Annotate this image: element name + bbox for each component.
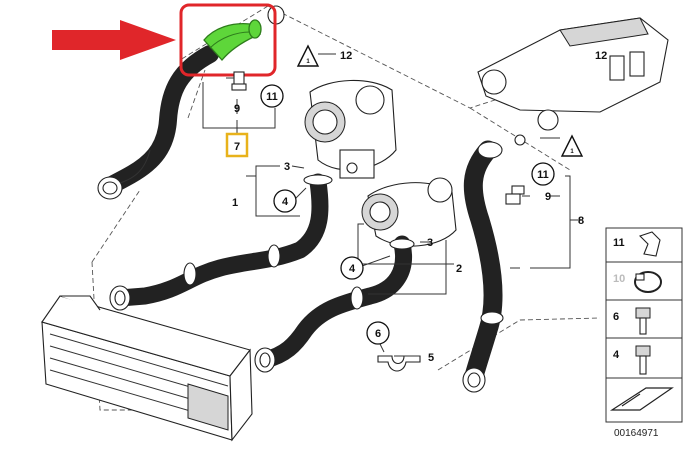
- highlighted-pipe[interactable]: [203, 19, 262, 61]
- svg-text:1: 1: [570, 149, 574, 155]
- label-11: 11: [266, 91, 278, 103]
- label-8: 8: [578, 215, 584, 227]
- bolt-icon: [635, 307, 651, 335]
- label-9: 9: [234, 103, 240, 115]
- callout-7-box[interactable]: [225, 132, 249, 158]
- bolt-icon: [635, 345, 651, 375]
- label-12: 12: [340, 50, 352, 62]
- sensor-part-2: [505, 185, 525, 205]
- charge-pipe-1: [109, 173, 333, 311]
- label-3b: 3: [427, 237, 433, 249]
- label-11b: 11: [537, 169, 549, 181]
- svg-text:1: 1: [306, 59, 310, 65]
- label-3: 3: [284, 161, 290, 173]
- intercooler: [41, 295, 253, 442]
- diagram-code: 00164971: [614, 428, 659, 439]
- label-5: 5: [428, 352, 434, 364]
- intake-hose-left: [97, 45, 219, 200]
- red-arrow-icon: [52, 20, 176, 60]
- clip-icon: [638, 231, 661, 257]
- turbocharger-lower: [361, 177, 457, 247]
- sensor-part: [226, 71, 247, 91]
- leader-lines: [202, 53, 580, 357]
- intake-manifold: [477, 17, 669, 146]
- turbocharger-upper: [304, 79, 397, 179]
- legend-label-11: 11: [613, 237, 625, 249]
- label-7[interactable]: 7: [234, 141, 240, 153]
- callout-11b-circle: [531, 162, 555, 186]
- label-2: 2: [456, 263, 462, 275]
- label-12b: 12: [595, 50, 607, 62]
- legend-label-4: 4: [613, 349, 620, 361]
- legend-label-10: 10: [613, 273, 625, 285]
- arrow-icon: [609, 387, 674, 411]
- label-1: 1: [232, 197, 238, 209]
- legend-label-6: 6: [613, 311, 619, 323]
- label-4b: 4: [349, 263, 356, 275]
- label-9b: 9: [545, 191, 551, 203]
- hose-clamp-icon: [634, 271, 662, 293]
- bracket-5: [377, 355, 421, 372]
- charge-pipe-2: [254, 235, 415, 373]
- callout-4b-circle: [340, 256, 364, 280]
- legend-panel: 11 10 6 4: [605, 227, 683, 423]
- callout-11-circle: [260, 84, 284, 108]
- callout-4-circle: [273, 189, 297, 213]
- charge-pipe-8: [462, 140, 504, 393]
- highlight-box: [179, 3, 277, 77]
- callout-6-circle: [366, 321, 390, 345]
- warning-icon: 1: [296, 44, 320, 67]
- label-4: 4: [282, 196, 289, 208]
- label-6: 6: [375, 328, 381, 340]
- warning-icon: 1: [560, 134, 584, 157]
